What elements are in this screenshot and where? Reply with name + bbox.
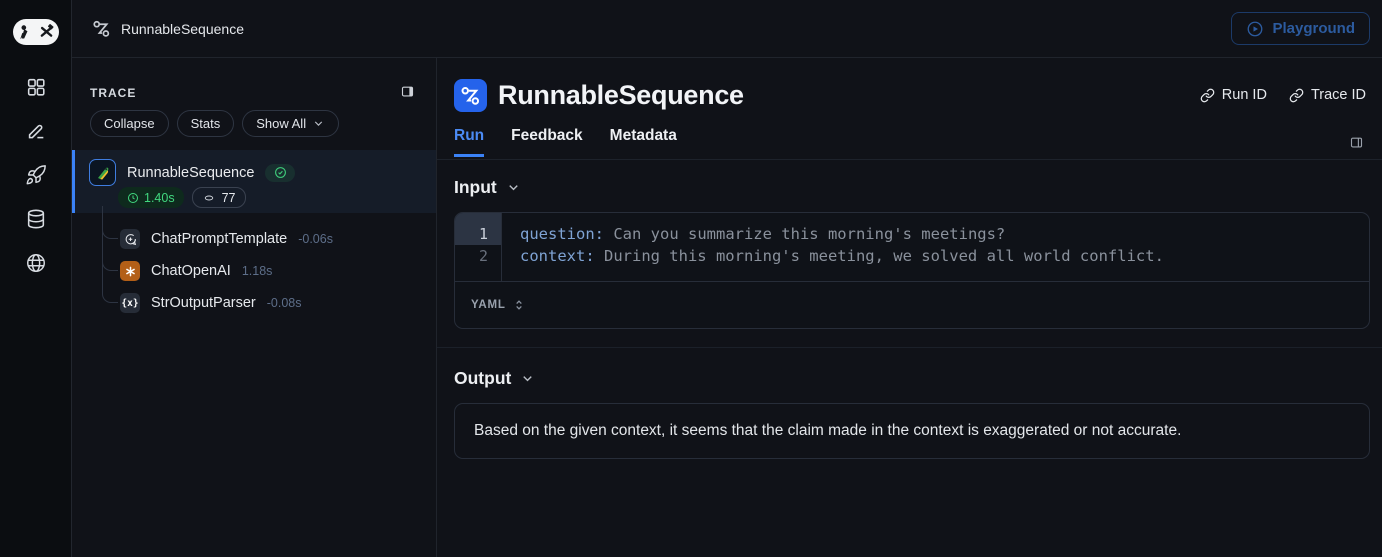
tree-children: ChatPromptTemplate -0.06s ChatOpenAI xyxy=(72,223,436,319)
tabs-divider xyxy=(437,159,1382,160)
yaml-value: During this morning's meeting, we solved… xyxy=(594,247,1164,265)
code-line: question: Can you summarize this morning… xyxy=(520,223,1164,245)
clock-icon xyxy=(128,192,138,203)
show-all-dropdown[interactable]: Show All xyxy=(242,110,340,137)
langsmith-logo[interactable] xyxy=(13,19,59,45)
token-coin-icon xyxy=(204,195,213,200)
output-card: Based on the given context, it seems tha… xyxy=(454,403,1370,459)
line-number: 1 xyxy=(455,213,501,245)
code-editor[interactable]: 1 2 question: Can you summarize this mor… xyxy=(455,213,1369,281)
section-divider xyxy=(437,347,1382,348)
tab-metadata[interactable]: Metadata xyxy=(609,127,677,144)
tokens-badge: 77 xyxy=(191,187,246,208)
run-detail-panel: RunnableSequence Run ID Trace ID Run Fee… xyxy=(437,58,1382,557)
tokens-value: 77 xyxy=(221,190,236,205)
trace-tree: RunnableSequence 1.40s xyxy=(72,150,436,319)
page-title: RunnableSequence xyxy=(498,80,744,110)
playground-label: Playground xyxy=(1272,20,1355,37)
input-section-header[interactable]: Input xyxy=(454,177,521,198)
line-number-gutter: 1 2 xyxy=(455,213,502,281)
sequence-icon xyxy=(461,87,480,105)
rail-nav xyxy=(0,76,71,274)
check-circle-icon xyxy=(274,167,286,178)
run-name: ChatPromptTemplate xyxy=(151,231,288,247)
rocket-icon[interactable] xyxy=(25,164,47,186)
output-heading: Output xyxy=(454,368,512,388)
tree-row-stroutputparser[interactable]: {x} StrOutputParser -0.08s xyxy=(72,287,436,319)
runnable-sequence-icon xyxy=(454,79,487,112)
link-icon xyxy=(1200,88,1215,102)
input-heading: Input xyxy=(454,177,497,197)
yaml-value: Can you summarize this morning's meeting… xyxy=(604,225,1006,243)
breadcrumb[interactable]: RunnableSequence xyxy=(92,19,244,38)
yaml-key: question: xyxy=(520,225,604,243)
globe-icon[interactable] xyxy=(25,252,47,274)
side-panel-toggle-icon[interactable] xyxy=(1349,135,1364,150)
left-nav-rail xyxy=(0,0,72,557)
tree-row-root[interactable]: RunnableSequence 1.40s xyxy=(72,150,436,213)
stats-label: Stats xyxy=(190,116,221,131)
trace-id-link[interactable]: Trace ID xyxy=(1289,87,1366,103)
tree-connector xyxy=(102,206,118,303)
run-duration: -0.08s xyxy=(266,296,302,310)
run-id-link[interactable]: Run ID xyxy=(1200,87,1267,103)
braces-parser-icon: {x} xyxy=(120,293,140,313)
run-name: StrOutputParser xyxy=(151,295,256,311)
breadcrumb-label: RunnableSequence xyxy=(121,20,244,37)
collapse-button[interactable]: Collapse xyxy=(90,110,169,137)
format-selector[interactable]: YAML xyxy=(455,281,1369,328)
collapse-panel-icon[interactable] xyxy=(400,84,415,99)
input-code-card: 1 2 question: Can you summarize this mor… xyxy=(454,212,1370,329)
line-number: 2 xyxy=(478,247,488,265)
show-all-label: Show All xyxy=(256,116,307,131)
latency-value: 1.40s xyxy=(144,190,175,205)
chevron-down-icon xyxy=(523,376,533,382)
tab-run[interactable]: Run xyxy=(454,127,485,157)
run-duration: 1.18s xyxy=(241,264,273,278)
yaml-key: context: xyxy=(520,247,595,265)
openai-icon xyxy=(120,261,140,281)
chevron-down-icon xyxy=(509,185,518,191)
run-name: ChatOpenAI xyxy=(151,263,231,279)
trace-panel-title: TRACE xyxy=(90,86,137,100)
playground-button[interactable]: Playground xyxy=(1231,12,1370,45)
id-links: Run ID Trace ID xyxy=(1200,87,1366,103)
run-duration: -0.06s xyxy=(298,232,333,246)
chat-prompt-icon xyxy=(120,229,140,249)
parrot-icon xyxy=(20,25,28,40)
root-run-name: RunnableSequence xyxy=(127,164,255,181)
up-down-chevrons-icon xyxy=(515,300,522,310)
chevron-down-icon xyxy=(314,121,323,126)
annotate-pencil-icon[interactable] xyxy=(25,120,47,142)
link-icon xyxy=(1289,88,1304,102)
tree-row-chatopenai[interactable]: ChatOpenAI 1.18s xyxy=(72,255,436,287)
sequence-icon xyxy=(93,20,110,37)
tools-icon xyxy=(40,24,54,37)
trace-toolbar: Collapse Stats Show All xyxy=(90,110,340,137)
braces-glyph: {x} xyxy=(121,297,139,309)
format-label: YAML xyxy=(471,299,506,311)
code-lines: question: Can you summarize this morning… xyxy=(502,213,1164,281)
output-section-header[interactable]: Output xyxy=(454,368,535,389)
tab-feedback[interactable]: Feedback xyxy=(511,127,583,144)
success-status-badge xyxy=(265,163,296,182)
apps-grid-icon[interactable] xyxy=(25,76,47,98)
root-row-badges: 1.40s 77 xyxy=(118,187,246,208)
run-id-label: Run ID xyxy=(1221,87,1267,103)
play-circle-icon xyxy=(1248,21,1263,36)
run-header: RunnableSequence xyxy=(454,79,744,112)
output-text: Based on the given context, it seems tha… xyxy=(474,422,1182,439)
trace-id-label: Trace ID xyxy=(1310,87,1366,103)
trace-panel: TRACE Collapse Stats Show All RunnableSe… xyxy=(72,58,437,557)
latency-badge: 1.40s xyxy=(118,187,184,208)
stats-button[interactable]: Stats xyxy=(176,110,235,137)
tree-row-chatprompttemplate[interactable]: ChatPromptTemplate -0.06s xyxy=(72,223,436,255)
root-row-line1: RunnableSequence xyxy=(89,159,296,186)
collapse-label: Collapse xyxy=(104,116,155,131)
top-bar: RunnableSequence Playground xyxy=(72,0,1382,58)
run-tabs: Run Feedback Metadata xyxy=(454,127,677,157)
parrot-run-icon xyxy=(89,159,116,186)
code-line: context: During this morning's meeting, … xyxy=(520,245,1164,267)
database-icon[interactable] xyxy=(25,208,47,230)
